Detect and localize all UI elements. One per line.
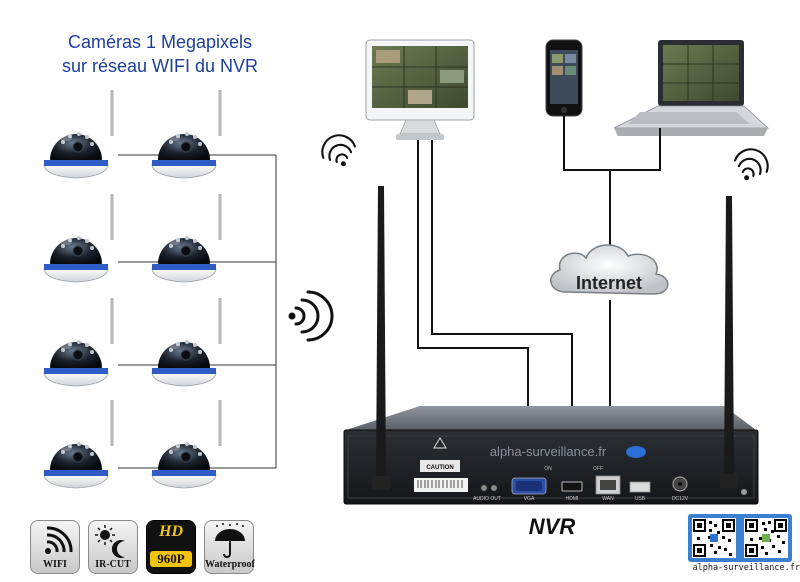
title-line-1: Caméras 1 Megapixels	[67, 32, 253, 52]
feature-label-waterproof: Waterproof	[205, 559, 255, 570]
nvr-device: CAUTION alpha-surveillance.fr ON OFF	[343, 186, 759, 505]
title-line-2: sur réseau WIFI du NVR	[61, 56, 259, 76]
dome-camera-3	[42, 192, 114, 284]
wifi-signal-icon	[316, 129, 359, 167]
camera-wiring	[118, 154, 277, 469]
dome-camera-5	[42, 296, 114, 388]
sun-moon-icon	[95, 525, 125, 558]
dome-camera-8	[150, 398, 222, 490]
umbrella-icon	[215, 523, 245, 558]
laptop-device	[613, 40, 770, 136]
nvr-watermark: alpha-surveillance.fr	[490, 444, 607, 459]
wifi-icon	[45, 526, 73, 554]
monitor-device	[365, 39, 475, 140]
dome-camera-6	[150, 296, 222, 388]
port-vga-label: VGA	[524, 496, 535, 502]
port-dc-label: DC12V	[672, 496, 689, 502]
feature-badge-ircut: IR-CUT	[88, 520, 138, 574]
feature-badge-waterproof: Waterproof	[204, 520, 255, 574]
smartphone-device	[545, 39, 583, 117]
feature-badge-hd: HD 960P	[146, 520, 196, 574]
feature-badge-wifi: WIFI	[30, 520, 80, 574]
dome-camera-7	[42, 398, 114, 490]
qr-code-icon	[744, 518, 788, 558]
wifi-signal-icon	[288, 290, 334, 342]
port-audio-label: AUDIO OUT	[473, 496, 501, 502]
port-wan-label: WAN	[602, 496, 614, 502]
internet-label: Internet	[576, 273, 642, 293]
hd-badge-resolution: 960P	[150, 551, 192, 567]
camera-grid	[42, 88, 222, 490]
internet-cloud	[550, 244, 669, 295]
port-usb-label: USB	[635, 496, 646, 502]
hd-badge-top: HD	[159, 523, 183, 540]
caution-label: CAUTION	[426, 465, 453, 471]
port-hdmi-label: HDMI	[566, 496, 579, 502]
on-label: ON	[544, 466, 552, 472]
off-label: OFF	[593, 466, 603, 472]
dome-camera-1	[42, 88, 114, 180]
wifi-signal-icon	[731, 143, 774, 181]
qr-code-icon	[692, 518, 736, 558]
dome-camera-4	[150, 192, 222, 284]
feature-label-wifi: WIFI	[43, 559, 67, 570]
qr-code-panel	[688, 514, 792, 562]
feature-label-ircut: IR-CUT	[95, 559, 131, 570]
dome-camera-2	[150, 88, 222, 180]
page-title: Caméras 1 Megapixels sur réseau WIFI du …	[40, 30, 280, 78]
site-footer-url: alpha-surveillance.fr	[692, 563, 800, 573]
nvr-label: NVR	[529, 514, 576, 539]
